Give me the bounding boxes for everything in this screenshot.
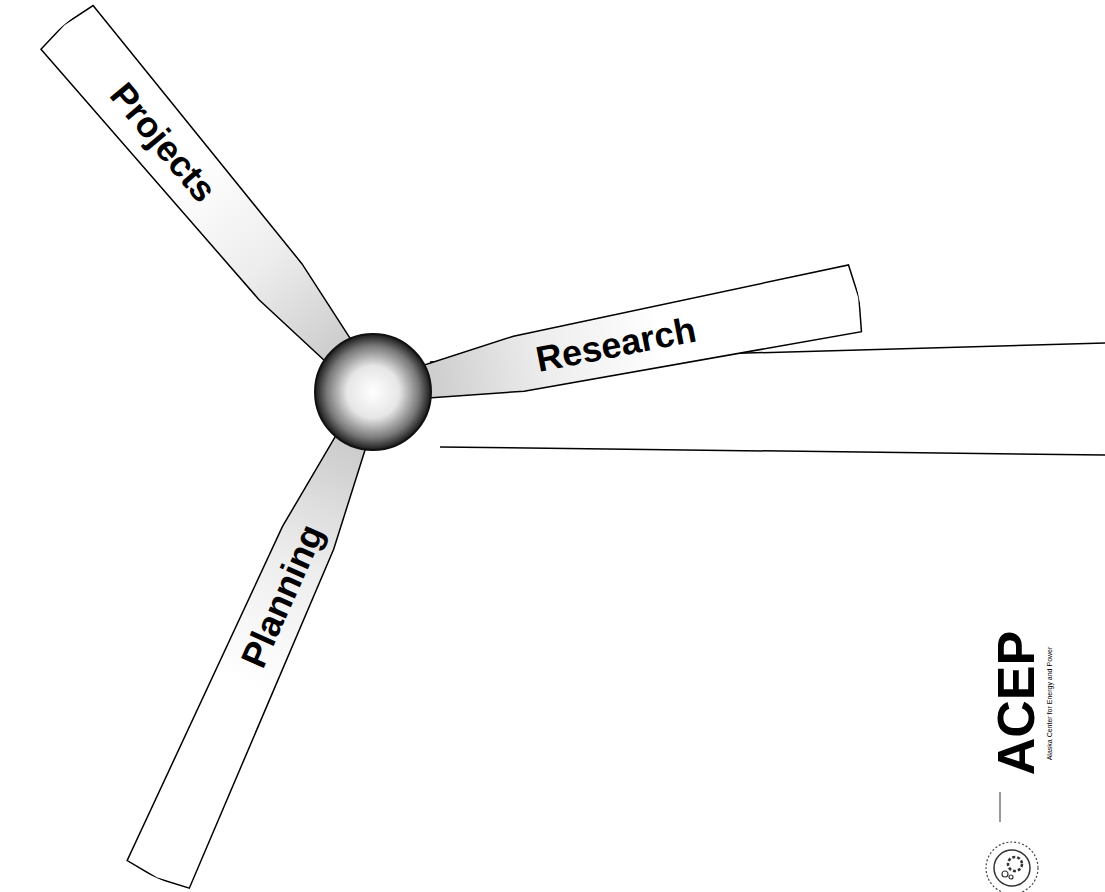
rotor-blade: Research	[366, 262, 866, 427]
rotor-blade: Projects	[37, 1, 401, 415]
gear-emblem	[986, 842, 1038, 892]
logo-subtitle: Alaska Center for Energy and Power	[1046, 646, 1053, 760]
hub-circle	[315, 334, 431, 450]
blade-outline	[37, 1, 401, 415]
logo-wordmark: ACEP	[990, 631, 1042, 775]
tower-line	[440, 447, 1105, 455]
rotor-blade: Planning	[124, 377, 406, 892]
logo-divider	[999, 792, 1000, 822]
